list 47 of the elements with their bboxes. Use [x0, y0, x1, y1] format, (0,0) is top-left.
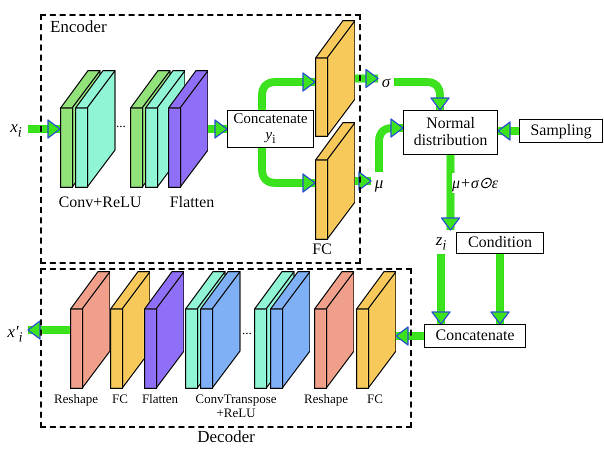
layer-block: [168, 70, 208, 188]
process-box: Concatenate y$_{i}$: [227, 110, 314, 148]
ellipsis-text: ...: [116, 115, 126, 131]
ellipsis-text: ...: [242, 322, 252, 338]
layer-block: [314, 271, 354, 389]
variable-label: z$_{i}$: [430, 230, 452, 254]
process-box: Concatenate: [424, 324, 526, 348]
variable-label: x$_{i}$: [4, 117, 28, 141]
arrow: [440, 155, 460, 231]
process-box: Normal distribution: [403, 110, 498, 155]
layer-label: Flatten: [142, 392, 178, 406]
edge-label: μ+σ⊙ε: [452, 173, 498, 193]
layer-label: FC: [312, 242, 332, 259]
layer-stack-drawing: [185, 271, 310, 389]
layer-block: [356, 271, 396, 389]
process-box: Sampling: [519, 119, 603, 143]
arrow: [258, 72, 316, 110]
layer-block: [315, 20, 355, 137]
layer-block: [315, 122, 355, 240]
arrow: [497, 121, 519, 141]
variable-label: x′$_{i}$: [2, 322, 28, 346]
arrow: [355, 68, 379, 88]
variable-label: σ: [378, 71, 394, 93]
layer-label: Flatten: [170, 195, 214, 212]
layer-label: Reshape: [54, 392, 98, 406]
variable-label: μ: [371, 172, 387, 194]
arrow: [394, 78, 450, 111]
group-title: Decoder: [197, 427, 255, 447]
arrow: [27, 320, 70, 340]
dashed-group-frame: [40, 14, 361, 264]
layer-block: [70, 271, 110, 389]
group-title: Encoder: [50, 17, 107, 37]
arrow: [258, 148, 316, 193]
layer-block: [144, 271, 184, 389]
layer-label: Conv+ReLU: [58, 195, 142, 212]
arrow: [375, 118, 404, 172]
arrow: [431, 254, 451, 325]
arrow: [28, 119, 61, 139]
arrow: [355, 171, 372, 191]
layer-label: FC: [367, 392, 383, 406]
layer-label: ConvTranspose +ReLU: [194, 392, 278, 420]
process-box: Condition: [456, 232, 544, 254]
layer-label: FC: [112, 392, 128, 406]
arrow: [208, 119, 228, 139]
layer-label: Reshape: [304, 392, 348, 406]
arrow: [490, 254, 510, 325]
arrow: [395, 326, 424, 346]
